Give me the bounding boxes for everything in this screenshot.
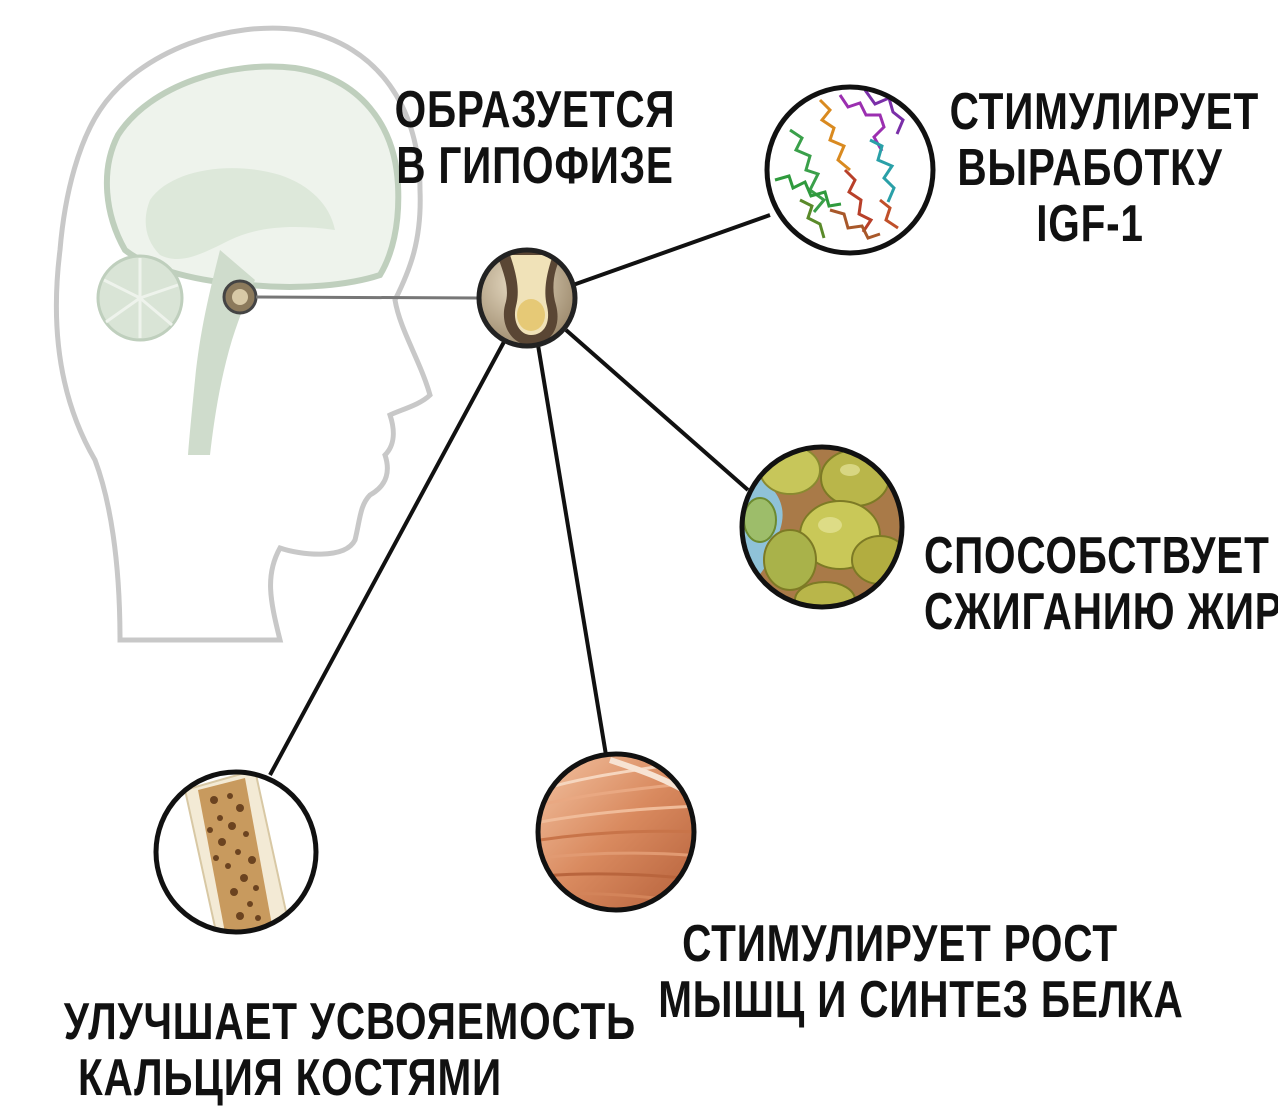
igf-label-line-1: СТИМУЛИРУЕТ xyxy=(950,84,1231,140)
head-silhouette-icon xyxy=(56,28,430,640)
bone-tissue-icon xyxy=(156,770,316,950)
connector-igf xyxy=(573,215,770,285)
pituitary-label-line-1: ОБРАЗУЕТСЯ xyxy=(395,82,676,138)
fat-label: СПОСОБСТВУЕТ СЖИГАНИЮ ЖИРА xyxy=(924,528,1236,640)
muscle-label-line-2: МЫШЦ И СИНТЕЗ БЕЛКА xyxy=(658,972,1142,1028)
connector-muscle xyxy=(538,345,606,755)
connector-fat xyxy=(566,330,748,490)
igf-label: СТИМУЛИРУЕТ ВЫРАБОТКУ IGF-1 xyxy=(950,84,1231,252)
protein-molecule-icon xyxy=(767,87,933,253)
bone-label-line-2: КАЛЬЦИЯ КОСТЯМИ xyxy=(64,1050,516,1106)
igf-label-line-2: ВЫРАБОТКУ xyxy=(950,140,1231,196)
igf-label-line-3: IGF-1 xyxy=(950,196,1231,252)
connector-head xyxy=(256,297,479,298)
muscle-label: СТИМУЛИРУЕТ РОСТ МЫШЦ И СИНТЕЗ БЕЛКА xyxy=(658,916,1142,1028)
pituitary-gland-icon xyxy=(479,250,575,346)
pituitary-label-line-2: В ГИПОФИЗЕ xyxy=(395,138,676,194)
muscle-fibers-icon xyxy=(538,754,700,922)
bone-label-line-1: УЛУЧШАЕТ УСВОЯЕМОСТЬ xyxy=(64,994,516,1050)
bone-label: УЛУЧШАЕТ УСВОЯЕМОСТЬ КАЛЬЦИЯ КОСТЯМИ xyxy=(64,994,516,1106)
fat-label-line-1: СПОСОБСТВУЕТ xyxy=(924,528,1236,584)
muscle-label-line-1: СТИМУЛИРУЕТ РОСТ xyxy=(658,916,1142,972)
fat-label-line-2: СЖИГАНИЮ ЖИРА xyxy=(924,584,1236,640)
pituitary-label: ОБРАЗУЕТСЯ В ГИПОФИЗЕ xyxy=(395,82,676,194)
fat-cells-icon xyxy=(740,445,910,618)
